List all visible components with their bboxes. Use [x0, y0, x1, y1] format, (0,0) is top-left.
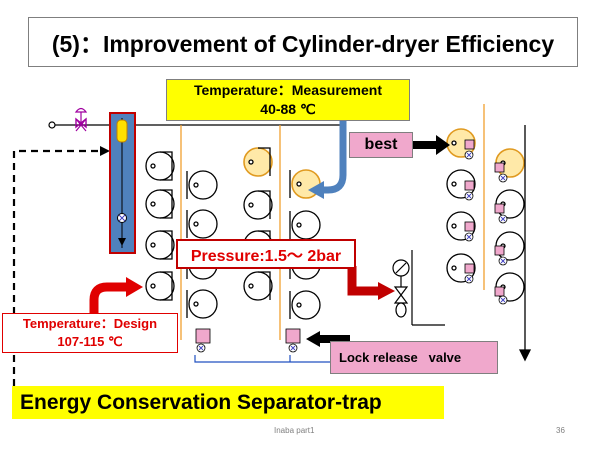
dryer-stack-right	[446, 125, 532, 362]
dashed-return-line	[12, 146, 110, 386]
page-number: 36	[556, 426, 565, 435]
orange-pipes	[180, 104, 485, 340]
separator-vessel	[109, 112, 136, 254]
pressure-gauge-icon	[392, 250, 445, 326]
lock-release-arrow	[306, 331, 350, 347]
control-valve-icon	[74, 107, 88, 132]
temperature-measurement-box: Temperature：Measurement 40-88 ℃	[166, 79, 410, 121]
temperature-measurement-range: 40-88 ℃	[260, 101, 316, 117]
energy-conservation-banner: Energy Conservation Separator-trap	[12, 386, 444, 419]
pressure-arrow	[347, 266, 395, 300]
temperature-design-label: Temperature：Design	[22, 316, 158, 331]
best-label: best	[349, 132, 413, 158]
pressure-label: Pressure:1.5～ 2bar	[176, 239, 356, 269]
design-temp-arrow	[89, 277, 143, 313]
slide-title: (5)：Improvement of Cylinder-dryer Effici…	[28, 17, 578, 67]
temperature-design-box: Temperature：Design 107-115 ℃	[2, 313, 178, 353]
lock-release-valve-label: Lock release valve	[330, 341, 498, 374]
footer-left: Inaba part1	[274, 426, 315, 435]
separator-traps	[194, 139, 508, 363]
dryer-stack-b	[243, 147, 321, 320]
temperature-measurement-label: Temperature：Measurement	[193, 82, 383, 98]
best-arrow	[413, 135, 450, 155]
blue-arrow	[308, 118, 347, 199]
temperature-design-range: 107-115 ℃	[57, 334, 123, 349]
